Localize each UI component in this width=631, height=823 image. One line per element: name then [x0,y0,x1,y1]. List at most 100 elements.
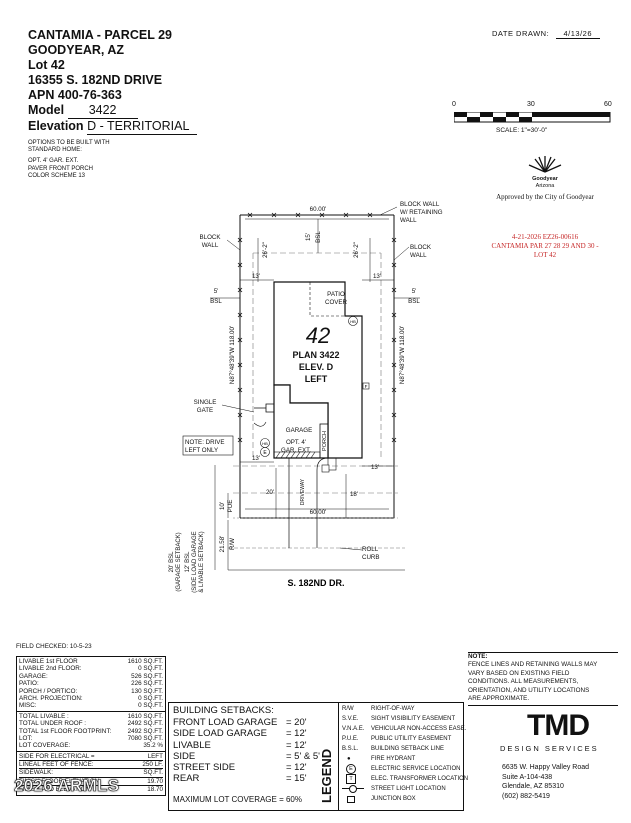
patio-label-1: PATIO [327,291,345,298]
option-item: OPT. 4' GAR. EXT. [28,158,79,165]
model-value: 3422 [67,103,138,119]
setback-row: SIDE LOAD GARAGE= 12' [173,728,307,740]
bsl-left-abbr: BSL [210,298,222,305]
fence-mark [319,212,325,218]
walkway [327,457,337,471]
model-line: Model 3422 [28,103,197,119]
area-row: TOTAL UNDER ROOF :2492 SQ.FT. [19,720,163,728]
area-row: SIDE FOR ELECTRICAL =LEFT [19,752,163,762]
approval-block: Goodyear Arizona Approved by the City of… [470,152,620,201]
approval-stamp: 4-21-2026 EZ26-00616 CANTAMIA PAR 27 28 … [491,233,599,259]
goodyear-logo [528,156,562,173]
bearing-right: N87°48'39"W 118.00' [399,326,406,384]
block-wall-left-1: BLOCK [200,234,222,241]
scale-label: SCALE: 1"=30'-0" [496,127,548,134]
options-block: OPTIONS TO BE BUILT WITH STANDARD HOME: … [28,140,110,180]
electric-service-icon: E [346,764,356,774]
fence-mark [367,212,373,218]
block-wall-left-2: WALL [202,242,219,249]
legend-row: P.U.E.PUBLIC UTILITY EASEMENT [342,736,452,742]
rear-dist-left: 26'-2" [262,242,269,258]
company-tagline: DESIGN SERVICES [500,744,599,753]
area-row: LOT:7080 SQ.FT. [19,734,163,742]
porch-label: PORCH [322,431,328,451]
scale-tick-30: 30 [527,101,535,108]
options-heading-2: STANDARD HOME: [28,147,82,154]
front-18-dim: 18' [350,491,358,498]
gar-ext-label-1: OPT. 4' [286,439,306,446]
scale-bar: 0 30 60 SCALE: 1"=30'-0" [450,101,615,137]
area-group-3: SIDE FOR ELECTRICAL =LEFT LINEAL FEET OF… [17,752,165,795]
bsl-left-dim: 5' [214,288,219,295]
rw-dim: 21.58' [219,536,226,553]
f-symbol: F [365,384,368,389]
front-20-dim: 20' [266,489,274,496]
area-row: TOTAL LIVABLE :1610 SQ.FT. [19,712,163,720]
legend-row: V.N.A.E.VEHICULAR NON-ACCESS EASE. [342,726,467,732]
fence-mark [295,212,301,218]
fence-mark [391,387,397,393]
front-width-dim: 60.00' [310,509,327,516]
lot-line: Lot 42 [28,58,65,72]
fence-mark [271,212,277,218]
block-wall-right-1: BLOCK [410,244,432,251]
fence-mark [237,337,243,343]
setback-row: LIVABLE= 12' [173,739,307,751]
fence-mark [391,312,397,318]
fence-mark [237,262,243,268]
pue-label: PUE [227,500,234,513]
goodyear-logo-text-1: Goodyear [532,176,558,182]
setback-row: SIDE= 5' & 5' [173,750,320,762]
hose-bib-label: HB [350,319,356,324]
bearing-left: N87°48'39"W 118.00' [229,326,236,384]
legend-row: ●FIRE HYDRANT [347,756,416,762]
area-row: SIDEWALK:SQ.FT. [19,769,163,778]
rear-width-dim: 60.00' [310,206,327,213]
fence-mark [237,362,243,368]
note-drive-1: NOTE: DRIVE [185,439,225,446]
note-drive-2: LEFT ONLY [185,447,218,454]
junction-box-icon [347,796,355,803]
single-gate-1: SINGLE [194,399,217,406]
watermark: 2026 ARMLS [14,776,120,796]
side-left-dim: 13' [252,273,260,280]
fence-mark [237,437,243,443]
patio-label-2: COVER [325,299,348,306]
plan-line-2: ELEV. D [299,362,334,372]
area-row: LINEAL FEET OF FENCE:250 LF. [19,761,163,770]
area-row: PATIO:226 SQ.FT. [19,680,163,688]
legend-row: STREET LIGHT LOCATION [342,784,463,794]
block-wall-ret-2: W/ RETAINING [400,209,443,216]
plot-plan: HB HB E F 60.00' 15' BSL 26'-2" 26'-2" 1… [169,201,443,593]
gar-ext-label-2: GAR. EXT. [281,447,311,454]
fence-mark [391,362,397,368]
bsl-right-dim: 5' [412,288,417,295]
lot-number-plan: 42 [306,323,330,348]
bsl-right-abbr: BSL [408,298,420,305]
area-row: LIVABLE 2nd FLOOR:0 SQ.FT. [19,665,163,673]
rear-bsl-abbr: BSL [315,231,322,243]
rear-bsl-dim: 15' [305,233,312,241]
legend-row: JUNCTION BOX [342,794,463,804]
setbacks-heading: BUILDING SETBACKS: [173,705,274,716]
setback-note-2: (GARAGE SETBACK) [176,532,182,591]
area-row: GARAGE:526 SQ.FT. [19,672,163,680]
fire-hydrant-icon: ● [347,756,351,762]
fence-mark [391,412,397,418]
option-item: COLOR SCHEME 13 [28,172,86,179]
setback-note-4: (SIDE LOAD GARAGE [192,531,198,592]
block-wall-ret-1: BLOCK WALL [400,201,440,208]
area-row: MISC:0 SQ.FT. [19,702,163,710]
dimension-lines [210,218,420,570]
field-checked: FIELD CHECKED: 10-5-23 [16,643,92,650]
roll-curb-1: ROLL [362,546,379,553]
porch [319,423,329,459]
area-row: FINISH PAD ELEVATION:18.70 [19,786,163,794]
area-row: ARCH. PROJECTION:0 SQ.FT. [19,694,163,702]
area-row: TOTAL 1st FLOOR FOOTPRINT:2492 SQ.FT. [19,727,163,735]
